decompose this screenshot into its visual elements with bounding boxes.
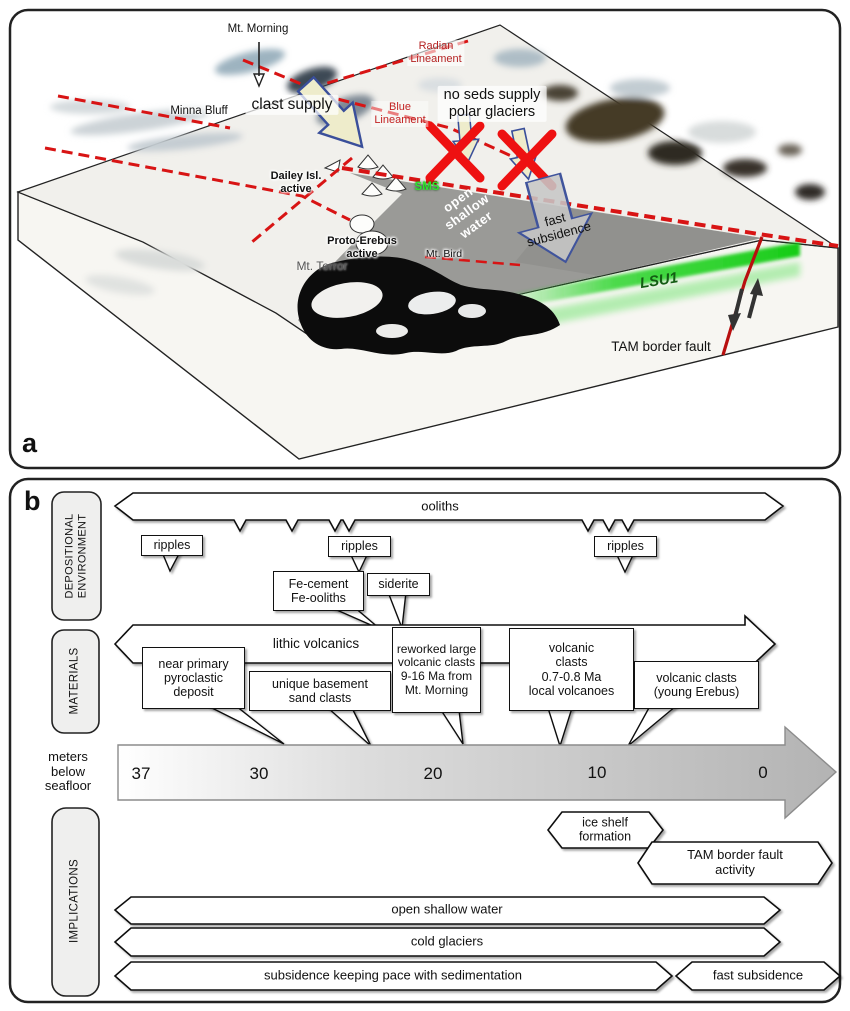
ripples-right-box: ripples [594, 536, 657, 557]
volcanic-07-box: volcanic clasts 0.7-0.8 Ma local volcano… [509, 628, 634, 711]
fe-cement-box: Fe-cement Fe-ooliths [273, 571, 364, 611]
row-label-depositional: DEPOSITIONAL ENVIRONMENT [63, 513, 88, 599]
implications-box [51, 807, 100, 997]
row-label-materials: MATERIALS [68, 647, 81, 715]
ice-shelf-label: ice shelf formation [578, 815, 632, 844]
tam-fault-line [721, 236, 764, 356]
near-primary-box: near primary pyroclastic deposit [142, 647, 245, 709]
reworked-box: reworked large volcanic clasts 9-16 Ma f… [392, 627, 481, 713]
unique-basement-box: unique basement sand clasts [249, 671, 391, 711]
sms-label: SMS [414, 181, 440, 194]
mt-terror-label: Mt. Terror [296, 258, 348, 273]
siderite-box: siderite [367, 573, 430, 596]
dailey-isl-label: Dailey Isl. active [270, 170, 322, 195]
tick-37: 37 [131, 764, 151, 783]
ripples-left-box: ripples [141, 535, 203, 556]
cold-glaciers-hex [113, 927, 782, 957]
fault-slip-arrows [728, 278, 763, 331]
ooliths-bar [113, 492, 785, 533]
young-erebus-box: volcanic clasts (young Erebus) [634, 661, 759, 709]
panel-b-border [8, 477, 842, 1004]
ripples-mid-box: ripples [328, 536, 391, 557]
snow-patch-2 [376, 324, 408, 338]
lithic-volcanics-label: lithic volcanics [272, 636, 360, 652]
no-seds-label: no seds supply polar glaciers [437, 85, 547, 123]
tick-30: 30 [249, 764, 269, 783]
volcano-cones [323, 154, 407, 256]
mt-bird-snow [408, 291, 456, 315]
tick-10: 10 [587, 763, 607, 782]
snow-patch [458, 304, 486, 318]
mt-terror-snow [311, 282, 383, 318]
fast-subsidence-hex [674, 961, 842, 991]
ooliths-label: ooliths [421, 498, 459, 514]
ice-shelf-hex [546, 811, 665, 849]
row-label-boxes [51, 491, 102, 997]
lsu1-glow [478, 262, 800, 338]
tick-0: 0 [758, 763, 768, 782]
mt-morning-label: Mt. Morning [227, 23, 289, 36]
subsidence-pace-hex [113, 961, 674, 991]
tam-activity-hex [637, 841, 833, 885]
fast-subsidence-impl-label: fast subsidence [712, 967, 804, 983]
block-3d [16, 24, 839, 460]
tam-activity-label: TAM border fault activity [687, 847, 783, 877]
depositional-box [51, 491, 102, 621]
subsidence-pace-label: subsidence keeping pace with sedimentati… [263, 967, 523, 983]
panel-b-shapes [113, 492, 842, 991]
open-shallow-label: open shallow water [391, 901, 503, 917]
depth-axis-arrow [117, 725, 838, 820]
panel-a-letter: a [22, 428, 38, 458]
red-x-marks [425, 121, 557, 191]
cold-glaciers-label: cold glaciers [410, 933, 484, 949]
panel-b-letter: b [24, 486, 41, 516]
tam-border-fault-label: TAM border fault [611, 339, 711, 355]
fast-subsidence-arrow [516, 172, 594, 264]
row-label-implications: IMPLICATIONS [68, 859, 81, 943]
open-shallow-hex [113, 896, 782, 925]
minna-bluff-label: Minna Bluff [170, 105, 228, 118]
materials-box [51, 629, 100, 734]
proto-erebus-label: Proto-Erebus active [327, 235, 397, 260]
lsu1-stripe [490, 242, 800, 312]
radian-lineament-label: Radian Lineament [407, 40, 465, 66]
mt-bird-label: Mt. Bird [425, 247, 463, 260]
clast-supply-label: clast supply [245, 94, 339, 116]
blue-lineament-label: Blue Lineament [371, 101, 429, 127]
axis-label: meters below seafloor [44, 749, 92, 794]
tick-20: 20 [423, 764, 443, 783]
mt-morning-arrow [252, 42, 266, 88]
